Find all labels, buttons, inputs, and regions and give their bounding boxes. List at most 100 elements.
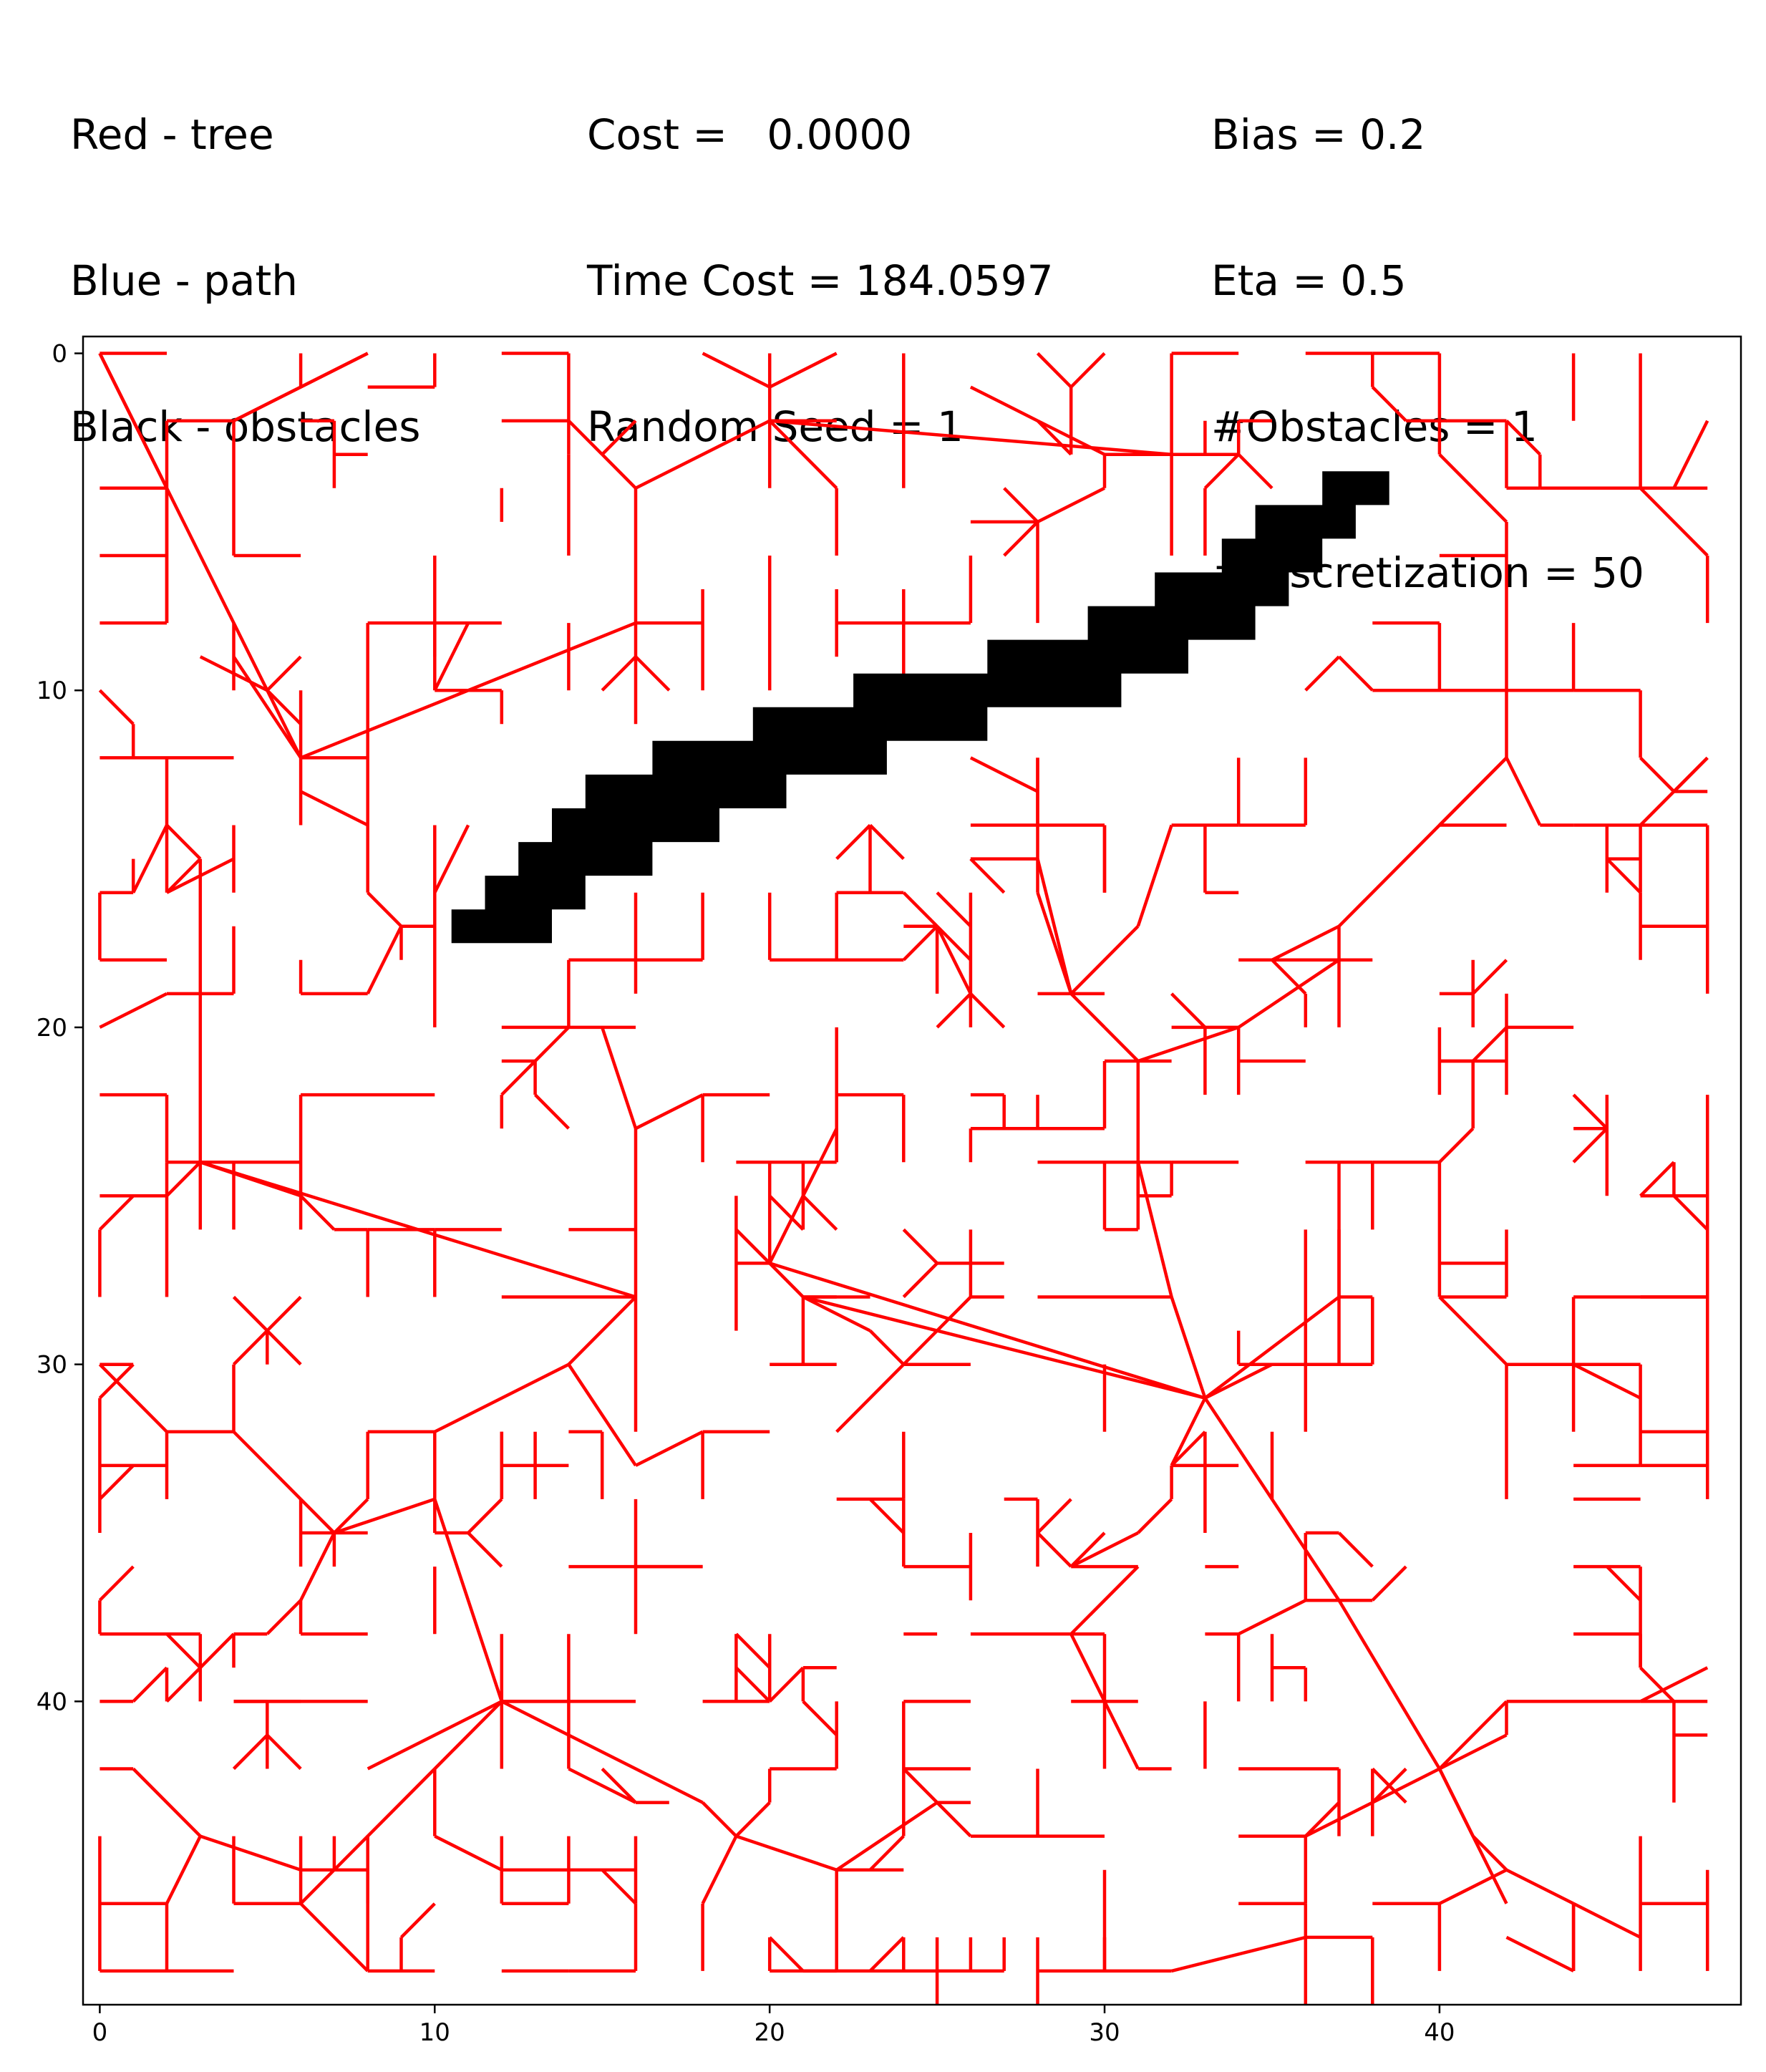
tree-edge — [936, 925, 972, 962]
tree-edge — [433, 824, 470, 894]
tree-edge — [1438, 1700, 1508, 1771]
tree-edge — [165, 1835, 202, 1904]
tree-edge — [433, 1499, 503, 1703]
tree-edge — [1204, 1362, 1273, 1400]
tree-edge — [1472, 487, 1508, 523]
tree-edge — [1572, 1093, 1609, 1130]
tree-edge — [835, 1363, 905, 1433]
tree-edge — [1573, 1902, 1641, 1939]
tree-edge — [902, 1767, 938, 1804]
tree-edge — [200, 1161, 636, 1299]
tree-edge — [1137, 1498, 1173, 1534]
tree-edge — [1069, 352, 1106, 389]
tree-edge — [1003, 487, 1039, 523]
tree-edge — [770, 419, 1172, 456]
tree-edge — [98, 1464, 135, 1501]
x-tick-label: 0 — [92, 2018, 108, 2047]
tree-edge — [1136, 824, 1173, 927]
tree-edge — [1437, 1768, 1475, 1837]
tree-edge — [1471, 1835, 1508, 1904]
tree-edge — [1606, 858, 1642, 894]
tree-edge — [734, 1228, 771, 1264]
obstacle — [451, 471, 1389, 944]
tree-edge — [1069, 1531, 1106, 1568]
tree-edge — [601, 453, 637, 490]
tree-edge — [1069, 992, 1106, 1029]
tree-edge — [1036, 891, 1073, 994]
tree-layer — [98, 352, 1709, 2005]
tree-edge — [969, 858, 1006, 894]
tree-edge — [1037, 419, 1106, 456]
tree-edge — [1438, 1295, 1475, 1332]
tree-edge — [936, 891, 972, 928]
tree-edge — [868, 1936, 905, 1972]
tree-edge — [1102, 1700, 1140, 1770]
y-tick-label: 20 — [37, 1014, 67, 1042]
tree-edge — [601, 655, 637, 692]
tree-edge — [433, 622, 470, 692]
tree-edge — [1606, 1565, 1642, 1602]
tree-edge — [434, 1834, 503, 1872]
tree-edge — [1472, 959, 1508, 995]
tree-edge — [1639, 756, 1675, 793]
tree-edge — [1170, 1430, 1206, 1467]
tree-edge — [165, 1632, 202, 1669]
y-tick-label: 40 — [37, 1688, 67, 1716]
tree-edge — [902, 1228, 938, 1264]
tree-edge — [1171, 1935, 1306, 1973]
tree-edge — [1036, 420, 1072, 456]
tree-edge — [1037, 486, 1106, 523]
tree-edge — [1137, 1025, 1239, 1063]
tree-edge — [768, 1262, 805, 1299]
tree-edge — [1372, 1767, 1440, 1804]
tree-edge — [969, 385, 1039, 422]
tree-edge — [334, 1497, 436, 1535]
tree-edge — [299, 1194, 336, 1231]
tree-edge — [768, 1666, 805, 1703]
tree-edge — [1639, 1666, 1675, 1703]
tree-edge — [1036, 1498, 1072, 1534]
tree-edge — [768, 1195, 805, 1264]
tree-edge — [1271, 924, 1340, 962]
tree-edge — [366, 925, 403, 994]
bias-line: Bias = 0.2 — [1211, 110, 1426, 159]
tree-edge — [601, 1027, 638, 1129]
tree-edge — [266, 1330, 302, 1366]
tree-edge — [333, 1767, 436, 1872]
tree-edge — [1371, 386, 1407, 422]
tree-edge — [835, 823, 872, 861]
tree-edge — [1103, 1026, 1140, 1062]
tree-edge — [534, 1093, 570, 1130]
tree-edge — [802, 1194, 838, 1231]
tree-edge — [165, 1666, 202, 1703]
tree-edge — [1070, 1531, 1139, 1569]
tree-edge — [266, 655, 302, 692]
tree-edge — [1238, 1599, 1306, 1636]
tree-edge — [601, 420, 637, 456]
tree-edge — [99, 992, 168, 1029]
tree-edge — [467, 1498, 503, 1534]
tree-edge — [1170, 992, 1206, 1029]
tree-edge — [1069, 1633, 1107, 1703]
tree-edge — [1203, 1397, 1341, 1602]
tree-edge — [1271, 959, 1307, 995]
tree-edge — [300, 790, 369, 827]
tree-edge — [768, 420, 838, 490]
tree-edge — [634, 419, 771, 490]
tree-edge — [299, 1902, 369, 1972]
tree-edge — [266, 1599, 302, 1635]
tree-edge — [233, 385, 302, 422]
tree-edge — [1337, 1599, 1441, 1770]
tree-edge — [299, 1498, 336, 1534]
tree-edge — [734, 1632, 771, 1669]
tree-edge — [1069, 925, 1140, 995]
tree-edge — [1170, 1397, 1207, 1466]
tree-edge — [1337, 756, 1508, 928]
tree-edge — [1438, 1127, 1475, 1163]
tree-edge — [936, 1801, 972, 1838]
tree-edge — [467, 1531, 503, 1568]
tree-edge — [969, 756, 1039, 793]
tree-edge — [868, 1498, 905, 1534]
tree-edge — [936, 925, 972, 994]
